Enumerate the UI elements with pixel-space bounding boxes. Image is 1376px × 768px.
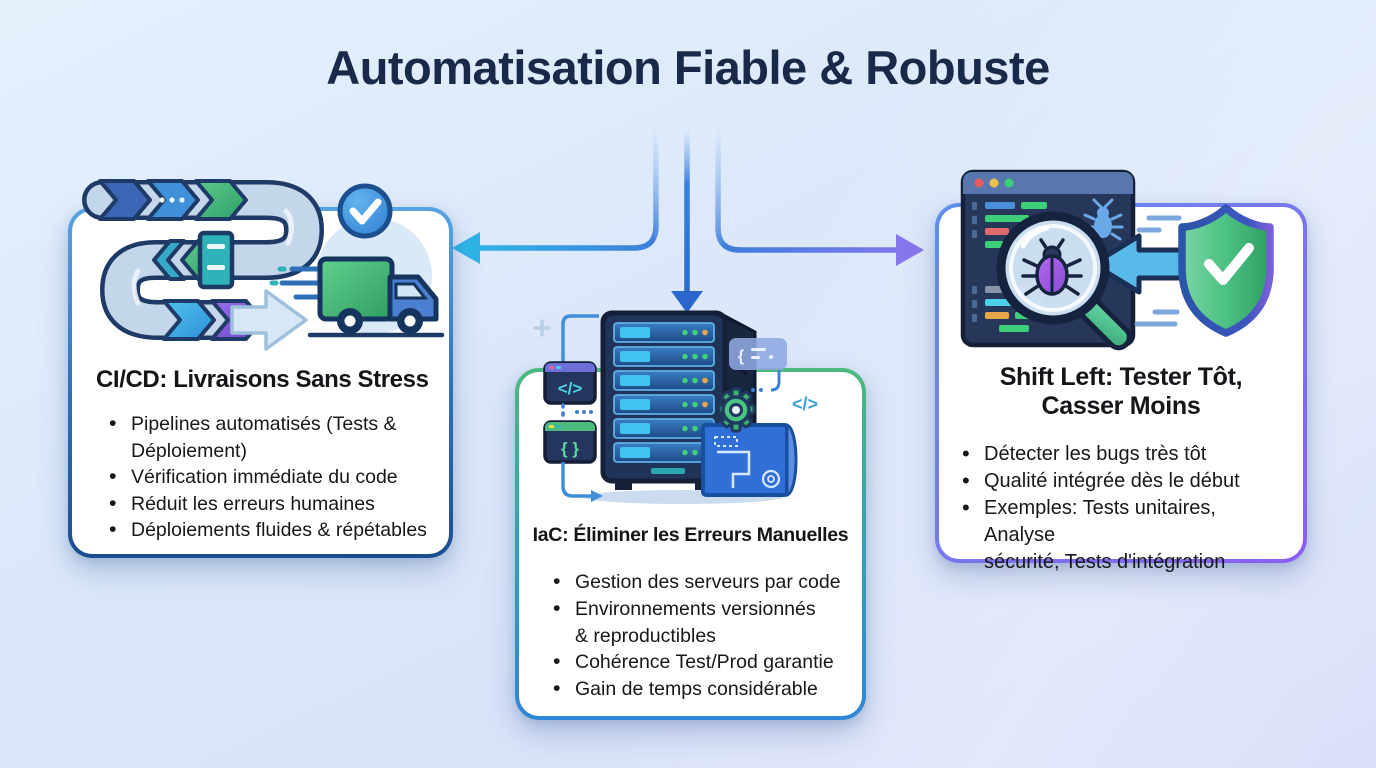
magnifier-bug-icon (996, 211, 1132, 351)
card-shiftleft-title: Shift Left: Tester Tôt, Casser Moins (939, 363, 1303, 420)
card-cicd-title: CI/CD: Livraisons Sans Stress (96, 366, 429, 393)
code-window-tags-icon: </> (543, 314, 599, 405)
window-dot-green (1004, 178, 1014, 188)
card-shiftleft-body: Shift Left: Tester Tôt, Casser Moins Dét… (939, 169, 1303, 573)
code-window-braces-icon: { } (543, 403, 603, 502)
decor-plus-icon (533, 319, 551, 337)
shiftleft-bug-scan-illustration (960, 169, 1274, 351)
bullet-item: Détecter les bugs très tôt (959, 440, 1289, 468)
speed-dashes (1134, 215, 1182, 327)
bullet-item: Pipelines automatisés (Tests & Déploieme… (106, 410, 436, 464)
blueprint-scroll-icon (701, 422, 798, 498)
bullet-item: Exemples: Tests unitaires, Analyse sécur… (959, 494, 1289, 576)
server-units (613, 322, 715, 463)
bullet-item: Environnements versionnés & reproductibl… (550, 595, 850, 650)
card-iac: </> { } (515, 310, 866, 720)
gear-icon (717, 387, 756, 433)
card-cicd: CI/CD: Livraisons Sans Stress Pipelines … (68, 179, 453, 558)
shield-check-icon (1178, 204, 1274, 337)
card-iac-body: </> { } (519, 310, 862, 716)
check-circle-icon (337, 183, 393, 239)
delivery-truck-icon (307, 256, 445, 338)
pipeline-exit-arrow (230, 289, 308, 351)
card-iac-title: IaC: Éliminer les Erreurs Manuelles (532, 524, 849, 546)
card-cicd-body: CI/CD: Livraisons Sans Stress Pipelines … (72, 179, 449, 554)
bullet-item: Cohérence Test/Prod garantie (550, 648, 850, 676)
card-iac-bullets: Gestion des serveurs par code Environnem… (550, 568, 850, 703)
cicd-pipeline-delivery-illustration (82, 179, 445, 351)
code-badge-icon: { (729, 338, 787, 392)
pipeline-chevrons (98, 179, 264, 341)
arrow-to-iac-card (671, 130, 703, 313)
svg-text:</>: </> (558, 379, 583, 398)
code-tags-glyph: </> (792, 394, 818, 414)
card-shiftleft: Shift Left: Tester Tôt, Casser Moins Dét… (935, 169, 1307, 573)
bullet-item: Qualité intégrée dès le début (959, 467, 1289, 495)
card-shiftleft-title-line2: Casser Moins (1041, 391, 1201, 420)
bullet-item: Gestion des serveurs par code (550, 568, 850, 596)
bullet-item: Déploiements fluides & répétables (106, 516, 436, 544)
arrow-to-cicd-card (452, 130, 659, 264)
iac-server-illustration: </> { } (533, 310, 818, 504)
window-dot-yellow (989, 178, 999, 188)
page-title: Automatisation Fiable & Robuste (326, 41, 1050, 94)
arrow-to-shiftleft-card (715, 130, 924, 266)
card-shiftleft-bullets: Détecter les bugs très tôt Qualité intég… (959, 440, 1289, 576)
card-shiftleft-title-line1: Shift Left: Tester Tôt, (999, 363, 1243, 391)
pipeline-package-node (197, 230, 235, 290)
svg-text:{: { (738, 348, 744, 365)
svg-text:{ }: { } (561, 439, 579, 458)
bullet-item: Réduit les erreurs humaines (106, 490, 436, 518)
window-dot-red (974, 178, 984, 188)
bullet-item: Vérification immédiate du code (106, 463, 436, 491)
card-cicd-bullets: Pipelines automatisés (Tests & Déploieme… (106, 410, 436, 544)
bullet-item: Gain de temps considérable (550, 675, 850, 703)
